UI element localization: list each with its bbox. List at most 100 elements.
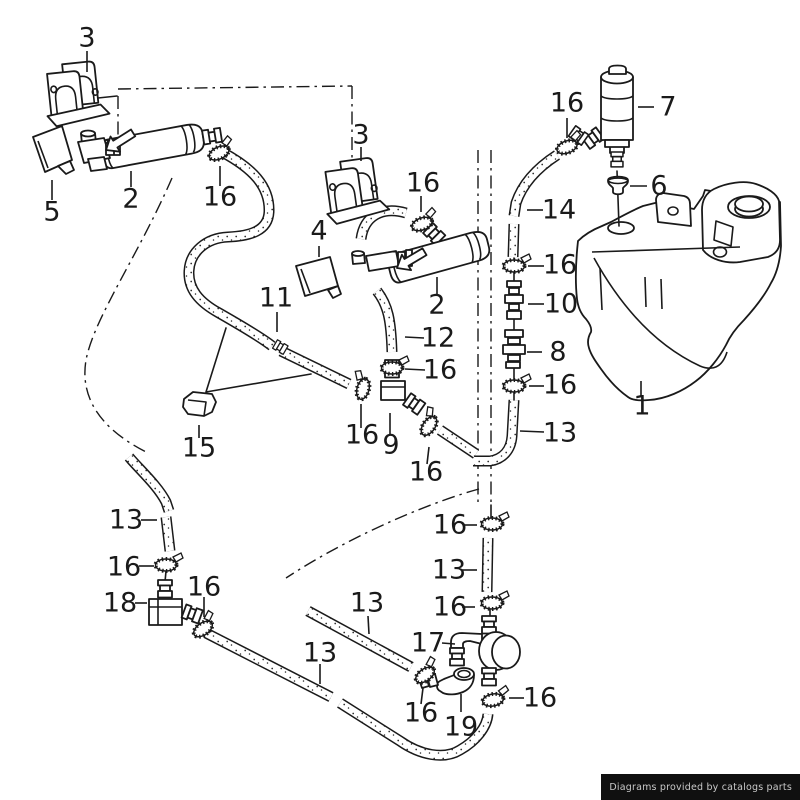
grommet-6 xyxy=(607,177,629,196)
hoses xyxy=(124,147,561,761)
part-number-4: 4 xyxy=(310,216,327,247)
body-contour-lines xyxy=(84,85,492,579)
pump-top-notch xyxy=(608,64,627,75)
part-number-17: 17 xyxy=(411,628,445,659)
part-number-11: 11 xyxy=(259,283,293,314)
hose-13-chain xyxy=(483,537,492,593)
part-number-9: 9 xyxy=(382,430,399,461)
connector-chain-right xyxy=(502,257,526,401)
part-number-16: 16 xyxy=(433,510,467,541)
valve-17 xyxy=(449,609,521,687)
cover-5 xyxy=(32,125,75,175)
bracket-link-line xyxy=(97,95,118,99)
callout-leader-13 xyxy=(367,615,370,635)
part-number-16: 16 xyxy=(107,552,141,583)
connector-10 xyxy=(504,280,524,320)
part-number-13: 13 xyxy=(432,555,466,586)
clamp-16 xyxy=(479,510,511,532)
pump-stem xyxy=(610,151,624,168)
part-number-16: 16 xyxy=(543,370,577,401)
part-number-8: 8 xyxy=(549,337,566,368)
part-number-3: 3 xyxy=(352,120,369,151)
clamp-16 xyxy=(501,372,533,394)
clamp-16 xyxy=(346,367,376,403)
part-number-6: 6 xyxy=(650,171,667,202)
part-number-13: 13 xyxy=(350,588,384,619)
credit-bar: Diagrams provided by catalogs parts xyxy=(601,774,800,800)
valve-elbow-pipe xyxy=(450,632,483,649)
hose-13-left-top xyxy=(125,454,173,513)
part-number-14: 14 xyxy=(542,195,576,226)
bracket-3-left xyxy=(46,60,111,128)
part-number-16: 16 xyxy=(409,457,443,488)
part-number-16: 16 xyxy=(543,250,577,281)
callout-leader-16 xyxy=(420,687,424,705)
elbow-19 xyxy=(418,667,475,696)
bracket-3-center xyxy=(324,157,391,225)
filler-cap-top xyxy=(734,195,764,213)
connector-8 xyxy=(502,329,526,369)
part-number-18: 18 xyxy=(103,588,137,619)
hose-12 xyxy=(373,288,396,353)
callout-leader-16 xyxy=(426,446,430,465)
part-number-16: 16 xyxy=(406,168,440,199)
part-number-16: 16 xyxy=(203,182,237,213)
part-number-13: 13 xyxy=(109,505,143,536)
hose-13-long-lower xyxy=(204,629,333,701)
clamp-16 xyxy=(153,551,185,573)
pump-bands xyxy=(600,95,634,122)
part-number-15: 15 xyxy=(182,433,216,464)
hose-t-to-bend xyxy=(437,426,479,458)
part-number-2: 2 xyxy=(428,290,445,321)
part-number-1: 1 xyxy=(633,391,650,422)
cover-4 xyxy=(295,256,342,299)
reservoir-face-lines xyxy=(599,267,663,311)
tab-hole xyxy=(667,206,679,216)
washer-jet-2-left xyxy=(77,123,223,172)
fender-contour xyxy=(84,177,173,454)
grommet-flange xyxy=(607,175,629,185)
callout-leader-12 xyxy=(404,336,425,339)
reservoir-square-hole xyxy=(713,220,734,247)
part-number-10: 10 xyxy=(544,289,578,320)
part-number-16: 16 xyxy=(523,683,557,714)
reservoir-crease-top xyxy=(591,246,741,253)
pump-lower xyxy=(604,139,630,154)
hose-11 xyxy=(279,347,351,388)
part-number-19: 19 xyxy=(444,712,478,743)
part-number-13: 13 xyxy=(303,638,337,669)
mount-line-top xyxy=(117,85,353,90)
spray-direction-arrow-center xyxy=(396,247,428,271)
hose-13-long-u xyxy=(337,699,492,760)
spray-direction-arrow-left xyxy=(105,128,137,153)
bumper-contour xyxy=(285,488,480,579)
clamp-16 xyxy=(479,589,511,611)
hose-13-left-piece xyxy=(162,516,174,552)
hose-14-lower xyxy=(509,223,518,258)
pump-7 xyxy=(580,64,634,227)
part-number-3: 3 xyxy=(78,23,95,54)
pump-opening xyxy=(607,221,635,235)
clip-15 xyxy=(182,327,312,417)
part-number-16: 16 xyxy=(433,592,467,623)
part-number-5: 5 xyxy=(43,197,60,228)
part-number-16: 16 xyxy=(345,420,379,451)
hose-outlet-left-jet xyxy=(184,148,275,350)
callout-leader-13 xyxy=(519,430,545,433)
elbow-18 xyxy=(148,570,204,626)
reservoir-tab xyxy=(655,192,692,227)
callout-leader-16 xyxy=(404,368,426,371)
hose-13-bend-right xyxy=(473,399,518,465)
part-number-16: 16 xyxy=(550,88,584,119)
t-piece-9 xyxy=(380,359,427,416)
hose-14-upper xyxy=(510,151,560,217)
pump-body xyxy=(600,76,634,141)
hose-jet-loop-center xyxy=(357,206,408,240)
part-number-7: 7 xyxy=(659,92,676,123)
part-number-16: 16 xyxy=(187,572,221,603)
part-number-2: 2 xyxy=(122,184,139,215)
valve-body-front xyxy=(491,634,521,670)
